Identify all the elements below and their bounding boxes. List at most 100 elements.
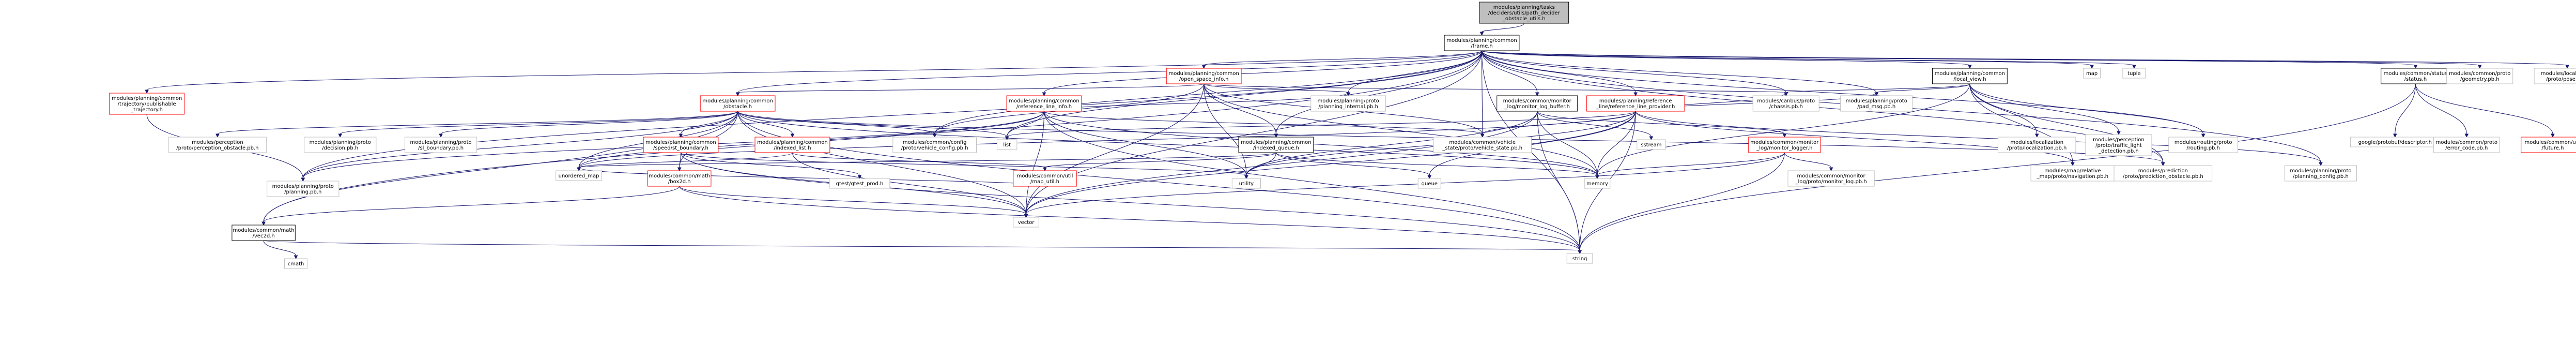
node-label: modules/planning/common [1935, 71, 2005, 77]
node-frame[interactable]: modules/planning/common/frame.h [1444, 35, 1520, 51]
node-box [1637, 139, 1666, 150]
node-vec2d[interactable]: modules/common/math/vec2d.h [232, 225, 296, 241]
edge-arrowhead [294, 255, 298, 260]
edge-vec2d-to-cmath [263, 240, 297, 256]
node-publishable-traj[interactable]: modules/planning/common/trajectory/publi… [109, 93, 185, 115]
node-planning-internal-pb[interactable]: modules/planning/proto/planning_internal… [1310, 95, 1386, 112]
node-box [2433, 137, 2500, 153]
node-monitor-log-pb[interactable]: modules/common/monitor_log/proto/monitor… [1787, 170, 1875, 187]
node-string[interactable]: string [1566, 253, 1593, 264]
node-box [1013, 217, 1039, 228]
edge-speed-st-boundary-to-utility [680, 152, 1247, 176]
edge-open-space-info-to-obstacle [737, 83, 1205, 93]
node-queue[interactable]: queue [1417, 178, 1441, 189]
node-routing-pb[interactable]: modules/routing/proto/routing.pb.h [2168, 137, 2238, 153]
node-localization-pb[interactable]: modules/localization/proto/localization.… [1998, 137, 2076, 153]
node-box [1479, 2, 1569, 24]
node-geometry-pb[interactable]: modules/common/proto/geometry.pb.h [2446, 68, 2513, 84]
edge-arrowhead [1649, 136, 1654, 141]
edge-arrowhead [2132, 65, 2136, 69]
edge-indexed-list-to-unordered-map [578, 152, 793, 168]
node-perception-obstacle-pb[interactable]: modules/perception/proto/perception_obst… [168, 137, 267, 153]
node-planning-pb[interactable]: modules/planning/proto/planning.pb.h [267, 181, 340, 197]
edge-obstacle-to-memory [737, 111, 1598, 176]
edge-frame-to-pad-msg-pb [1482, 50, 1877, 93]
edge-frame-to-local-view [1482, 50, 1970, 66]
node-monitor-log-buffer[interactable]: modules/common/monitor_log/monitor_log_b… [1497, 95, 1578, 112]
node-open-space-info[interactable]: modules/planning/common/open_space_info.… [1166, 68, 1242, 84]
node-label: vector [1018, 220, 1035, 226]
node-root[interactable]: modules/planning/tasks/deciders/utils/pa… [1479, 2, 1569, 24]
node-box [2030, 165, 2115, 182]
node-pad-msg-pb[interactable]: modules/planning/proto/pad_msg.pb.h [1840, 95, 1913, 112]
edge-status-to-descriptor [2395, 83, 2416, 135]
edge-root-to-frame [1482, 23, 1524, 33]
node-map[interactable]: map [2083, 68, 2101, 79]
edge-ref-line-provider-to-map-navigation-pb [1635, 111, 2073, 163]
edge-ref-line-info-to-string [1044, 111, 1580, 251]
node-label: cmath [288, 261, 304, 267]
node-obstacle[interactable]: modules/planning/common/obstacle.h [700, 95, 776, 112]
edge-frame-to-tuple [1482, 50, 2135, 66]
node-planning-config-pb[interactable]: modules/planning/proto/planning_config.p… [2284, 165, 2357, 182]
node-box [1998, 137, 2076, 153]
node-label: modules/planning/proto [1846, 98, 1907, 104]
node-sstream[interactable]: sstream [1637, 139, 1666, 150]
node-error-code-pb[interactable]: modules/common/proto/error_code.pb.h [2433, 137, 2500, 153]
node-label: google/protobuf/descriptor.h [2358, 140, 2432, 145]
edge-open-space-info-to-chassis-pb [1204, 83, 1786, 93]
node-map-navigation-pb[interactable]: modules/map/relative_map/proto/navigatio… [2030, 165, 2115, 182]
node-future[interactable]: modules/common/util/future.h [2521, 137, 2576, 153]
edge-monitor-logger-to-memory [1597, 152, 1785, 176]
node-vehicle-state-pb[interactable]: modules/common/vehicle_state/proto/vehic… [1433, 137, 1532, 153]
node-label: /trajectory/publishable [118, 101, 176, 107]
edge-box2d-to-vector [679, 186, 1027, 215]
edge-arrowhead [2477, 65, 2482, 69]
node-label: /planning.pb.h [284, 189, 321, 195]
node-cmath[interactable]: cmath [284, 258, 308, 269]
node-traffic-light-pb[interactable]: modules/perception/proto/traffic_light_d… [2085, 134, 2152, 156]
node-unordered-map[interactable]: unordered_map [556, 170, 602, 181]
node-label: memory [1586, 181, 1608, 187]
node-label: /geometry.pb.h [2460, 77, 2500, 82]
node-monitor-logger[interactable]: modules/common/monitor_log/monitor_logge… [1748, 137, 1821, 153]
node-memory[interactable]: memory [1584, 178, 1611, 189]
node-descriptor[interactable]: google/protobuf/descriptor.h [2350, 137, 2440, 147]
node-tuple[interactable]: tuple [2122, 68, 2146, 79]
node-utility[interactable]: utility [1231, 178, 1261, 189]
node-indexed-list[interactable]: modules/planning/common/indexed_list.h [754, 137, 830, 153]
node-vector[interactable]: vector [1013, 217, 1039, 228]
node-label: _log/monitor_log_buffer.h [1504, 104, 1570, 110]
edge-frame-to-vehicle-state-pb [1482, 50, 1483, 135]
node-label: modules/common/math [649, 173, 710, 179]
node-chassis-pb[interactable]: modules/canbus/proto/chassis.pb.h [1752, 95, 1819, 112]
node-local-view[interactable]: modules/planning/common/local_view.h [1932, 68, 2008, 84]
node-box2d[interactable]: modules/common/math/box2d.h [647, 170, 712, 187]
node-ref-line-provider[interactable]: modules/planning/reference_line/referenc… [1586, 95, 1685, 112]
node-box [754, 137, 830, 153]
edge-speed-st-boundary-to-string [680, 152, 1580, 251]
node-label: /obstacle.h [723, 104, 752, 110]
edge-monitor-log-buffer-to-string [1537, 111, 1580, 251]
node-label: /planning_internal.pb.h [1318, 104, 1378, 110]
edge-obstacle-to-vector [737, 111, 1027, 215]
node-label: list [1003, 142, 1011, 148]
node-decision-pb[interactable]: modules/planning/proto/decision.pb.h [304, 137, 377, 153]
node-speed-st-boundary[interactable]: modules/planning/common/speed/st_boundar… [643, 137, 719, 153]
node-status[interactable]: modules/common/status/status.h [2381, 68, 2450, 84]
node-list[interactable]: list [996, 139, 1017, 150]
node-pose-pb[interactable]: modules/localization/proto/pose.pb.h [2534, 68, 2576, 84]
node-gtest-prod[interactable]: gtest/gtest_prod.h [829, 178, 890, 189]
node-label: utility [1239, 181, 1254, 187]
edge-monitor-log-buffer-to-monitor-logger [1537, 111, 1785, 135]
edge-arrowhead [1968, 65, 1972, 69]
node-map-util[interactable]: modules/common/util/map_util.h [1013, 170, 1077, 187]
node-ref-line-info[interactable]: modules/planning/common/reference_line_i… [1006, 95, 1082, 112]
edge-arrowhead [215, 133, 220, 138]
node-label: _log/proto/monitor_log.pb.h [1795, 179, 1867, 185]
node-prediction-obstacle-pb[interactable]: modules/prediction/proto/prediction_obst… [2114, 165, 2213, 182]
node-label: /proto/localization.pb.h [2007, 145, 2066, 151]
node-indexed-queue[interactable]: modules/planning/common/indexed_queue.h [1238, 137, 1314, 153]
node-vehicle-config-pb[interactable]: modules/common/config/proto/vehicle_conf… [892, 137, 977, 153]
node-sl-boundary-pb[interactable]: modules/planning/proto/sl_boundary.pb.h [404, 137, 477, 153]
